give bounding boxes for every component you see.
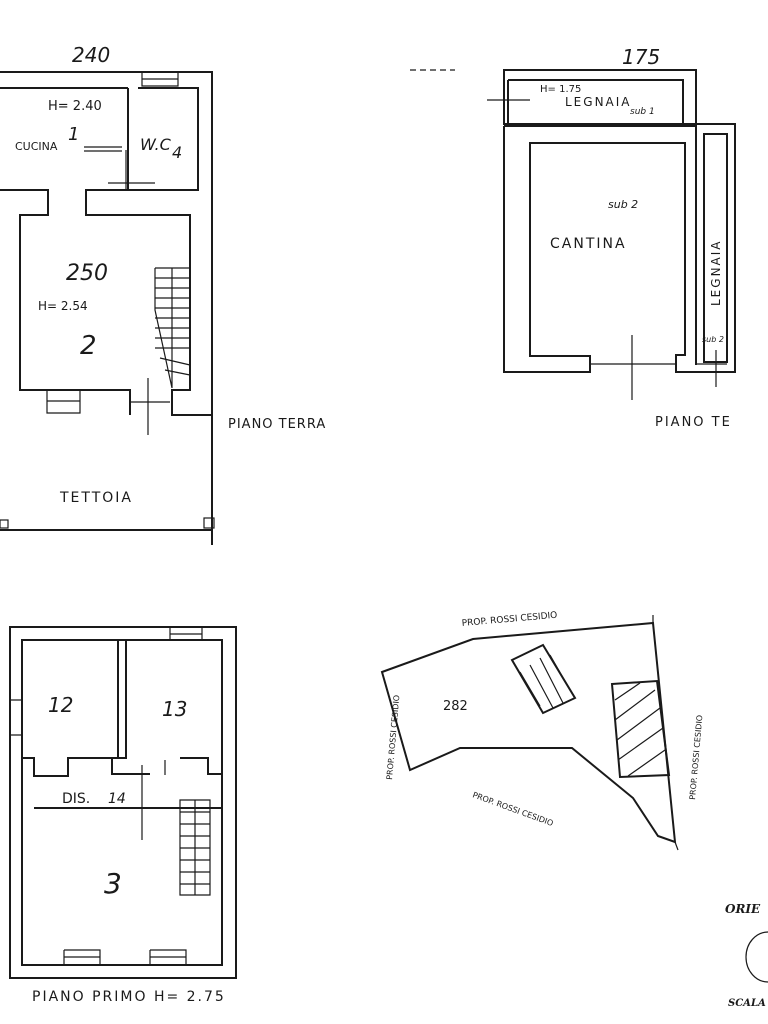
room-13-label: 13 — [162, 697, 187, 721]
north-neighbor-label: PROP. ROSSI CESIDIO — [461, 611, 557, 629]
canopy-label: TETTOIA — [59, 490, 133, 506]
cellar-sub: sub 2 — [608, 198, 638, 211]
east-neighbor-label: PROP. ROSSI CESIDIO — [688, 715, 704, 801]
dimension-label: 175 — [622, 45, 660, 69]
site-map: PROP. ROSSI CESIDIO PROP. ROSSI CESIDIO … — [380, 611, 704, 851]
kitchen-number: 1 — [68, 124, 79, 145]
kitchen-height: H= 2.40 — [48, 99, 102, 114]
wc-label: W.C — [140, 135, 172, 154]
dimension-label: 240 — [72, 43, 110, 67]
wc-number: 4 — [172, 143, 182, 162]
compass-icon — [745, 931, 768, 983]
floor-label: PIANO TERRA — [228, 417, 326, 432]
room-12-label: 12 — [48, 693, 73, 717]
parcel-number: 282 — [443, 699, 468, 714]
room-3-label: 3 — [104, 867, 122, 900]
ground-floor-plan-right: 175 H= 1.75 LEGNAIA sub 1 sub 2 CANTINA … — [410, 45, 736, 430]
building-hatched — [510, 643, 671, 779]
ground-floor-plan-left: 240 H= 2.40 1 CUCINA W.C 4 250 H= 2.54 2… — [0, 43, 326, 545]
first-floor-plan: 12 13 DIS. 14 3 PIANO PRIMO H= 2.75 — [9, 626, 237, 1005]
floor-label: PIANO TE — [655, 415, 732, 430]
woodshed-label: LEGNAIA — [565, 95, 632, 109]
woodshed-height: H= 1.75 — [540, 84, 581, 95]
woodshed2-sub: sub 2 — [702, 335, 724, 344]
room-dimension: 250 — [66, 261, 108, 286]
dis-number: 14 — [108, 791, 126, 807]
kitchen-label: CUCINA — [15, 140, 58, 153]
room-height: H= 2.54 — [38, 299, 88, 313]
orientation-label: ORIE — [725, 902, 761, 916]
dis-label: DIS. — [62, 791, 90, 807]
legend: ORIE SCALA — [725, 902, 768, 1009]
woodshed2-label: LEGNAIA — [709, 240, 723, 307]
room-number: 2 — [80, 331, 97, 361]
floor-label: PIANO PRIMO H= 2.75 — [32, 989, 226, 1005]
scale-label: SCALA — [728, 998, 766, 1009]
south-neighbor-label: PROP. ROSSI CESIDIO — [471, 790, 554, 828]
cellar-label: CANTINA — [550, 236, 627, 252]
west-neighbor-label: PROP. ROSSI CESIDIO — [385, 695, 401, 781]
woodshed-sub: sub 1 — [630, 107, 655, 117]
stairs — [154, 267, 191, 389]
stairs — [179, 799, 211, 896]
